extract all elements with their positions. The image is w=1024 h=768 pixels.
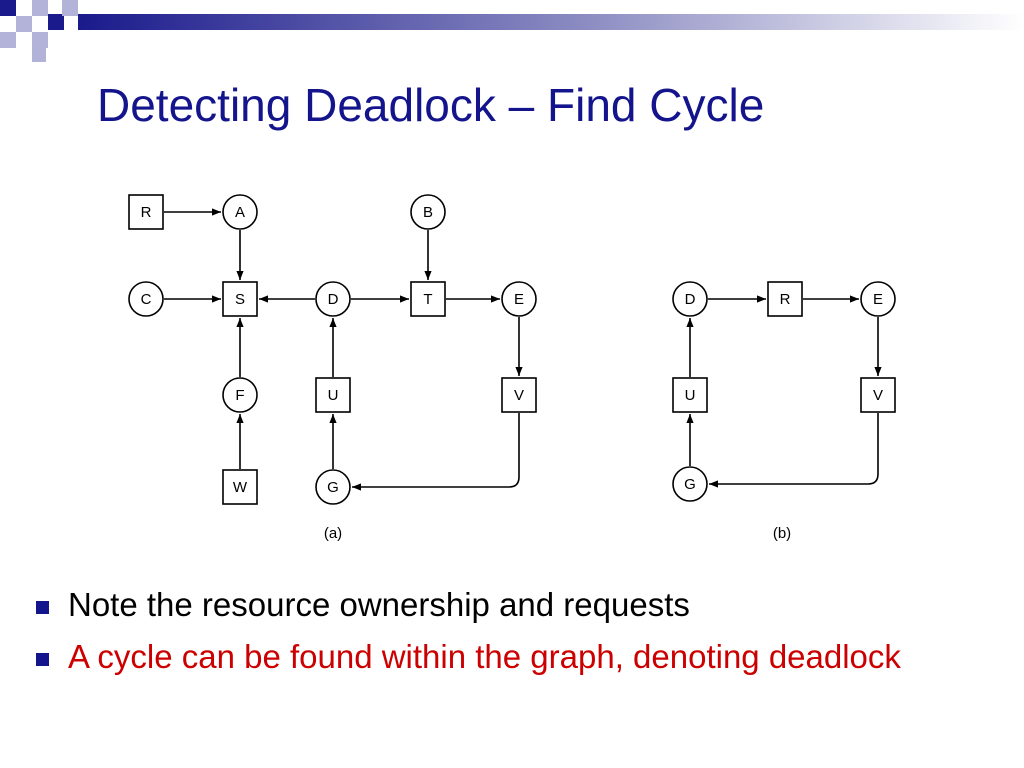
edge-V-G: [352, 413, 520, 491]
process-node-C: C: [128, 281, 164, 317]
resource-node-R: R: [128, 194, 164, 230]
square-bullet-icon: [36, 601, 49, 614]
node-label: U: [685, 387, 696, 404]
process-node-F: F: [222, 377, 258, 413]
node-label: F: [235, 387, 244, 404]
graph-b-caption: (b): [773, 525, 791, 542]
graph-a-edges: [164, 208, 523, 491]
graph-b-edges: [686, 295, 882, 488]
bullet-item: Note the resource ownership and requests: [36, 584, 996, 626]
node-label: G: [684, 476, 696, 493]
node-label: V: [873, 387, 883, 404]
node-label: R: [141, 204, 152, 221]
resource-node-T: T: [410, 281, 446, 317]
node-label: R: [780, 291, 791, 308]
resource-node-W: W: [222, 469, 258, 505]
process-node-B: B: [410, 194, 446, 230]
resource-node-V: V: [501, 377, 537, 413]
resource-node-S: S: [222, 281, 258, 317]
square-bullet-icon: [36, 653, 49, 666]
node-label: W: [233, 479, 248, 496]
node-label: A: [235, 204, 245, 221]
bullet-item: A cycle can be found within the graph, d…: [36, 636, 996, 678]
graph-a-nodes: R A B C S D T E F U V W G: [128, 194, 537, 505]
edge-V-G: [709, 413, 879, 488]
graph-a-caption: (a): [324, 525, 342, 542]
node-label: S: [235, 291, 245, 308]
slide-title: Detecting Deadlock – Find Cycle: [97, 79, 765, 131]
process-node-E: E: [501, 281, 537, 317]
node-label: D: [685, 291, 696, 308]
node-label: D: [328, 291, 339, 308]
resource-node-U: U: [672, 377, 708, 413]
process-node-G: G: [315, 469, 351, 505]
process-node-A: A: [222, 194, 258, 230]
node-label: B: [423, 204, 433, 221]
process-node-G: G: [672, 466, 708, 502]
resource-node-U: U: [315, 377, 351, 413]
process-node-E: E: [860, 281, 896, 317]
node-label: E: [514, 291, 524, 308]
node-label: U: [328, 387, 339, 404]
node-label: E: [873, 291, 883, 308]
bullet-list: Note the resource ownership and requests…: [36, 584, 996, 688]
process-node-D: D: [672, 281, 708, 317]
process-node-D: D: [315, 281, 351, 317]
resource-node-R: R: [767, 281, 803, 317]
graph-b-nodes: D R E U V G: [672, 281, 896, 502]
node-label: V: [514, 387, 524, 404]
node-label: T: [423, 291, 432, 308]
bullet-text: A cycle can be found within the graph, d…: [68, 638, 901, 675]
bullet-text: Note the resource ownership and requests: [68, 586, 690, 623]
header-decoration: [0, 0, 1024, 62]
resource-node-V: V: [860, 377, 896, 413]
node-label: C: [141, 291, 152, 308]
node-label: G: [327, 479, 339, 496]
